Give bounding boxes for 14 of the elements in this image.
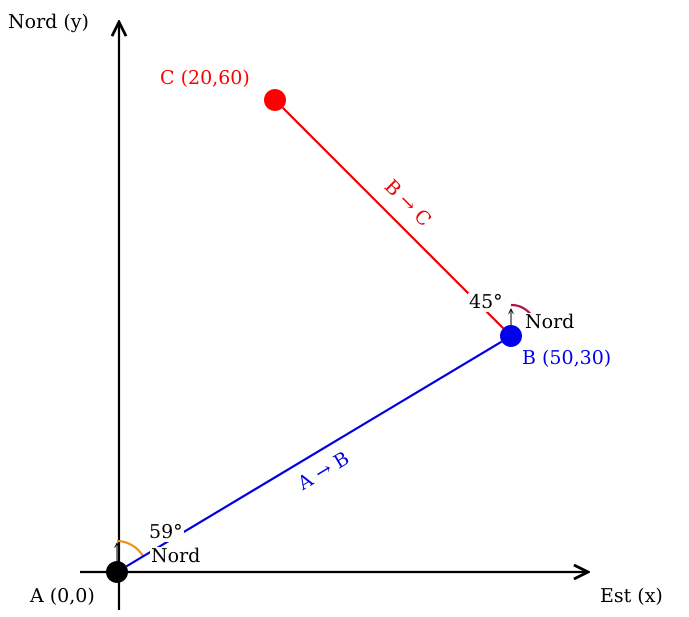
edge-label: B → C <box>380 177 434 231</box>
axis-label: Nord (y) <box>8 13 89 32</box>
point-marker <box>500 325 522 347</box>
point-label: B (50,30) <box>522 349 612 368</box>
point-label: C (20,60) <box>160 69 250 88</box>
line-segment <box>126 340 502 568</box>
angle-label: 45° <box>468 293 504 312</box>
point-marker <box>106 561 128 583</box>
axis-label: Est (x) <box>600 587 663 606</box>
line-segment <box>282 107 504 329</box>
angle-label: 59° <box>148 523 184 542</box>
edge-label: A → B <box>295 448 353 494</box>
point-label: A (0,0) <box>30 587 95 606</box>
point-marker <box>264 89 286 111</box>
